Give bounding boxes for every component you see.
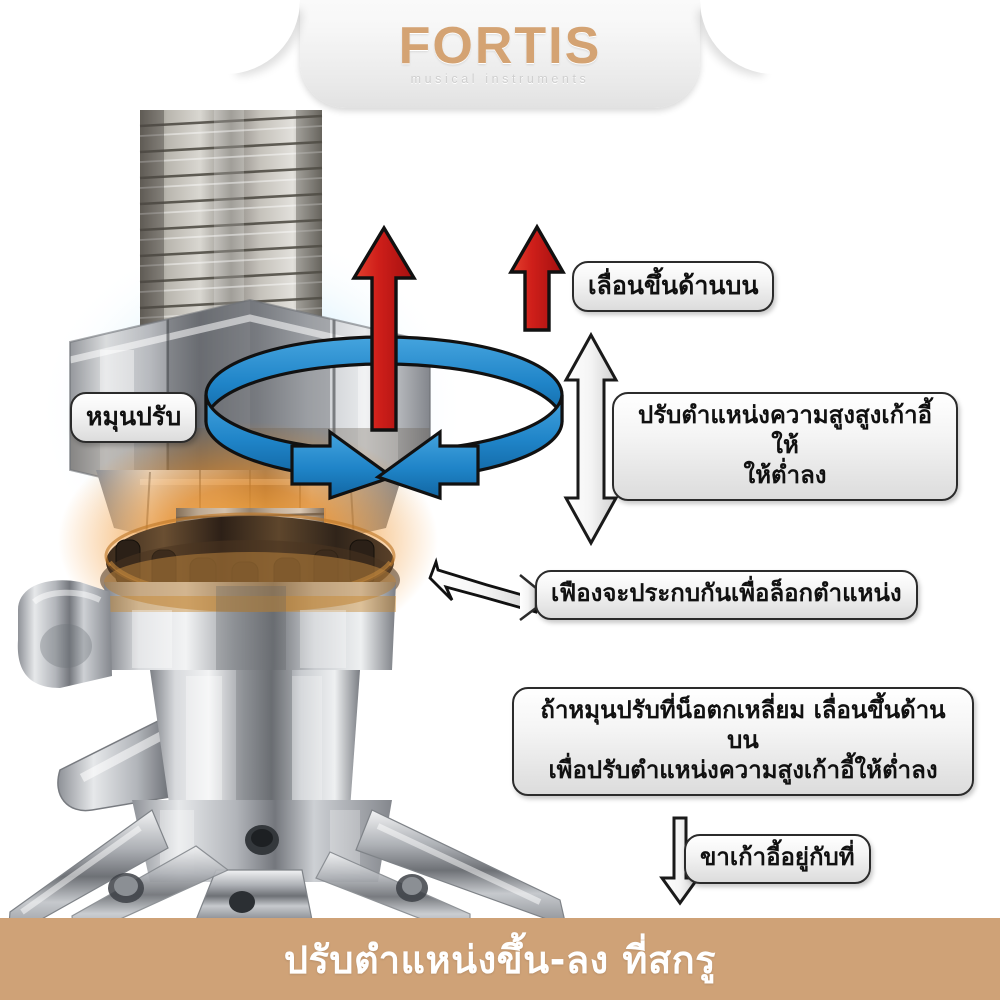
banner-shoulder-right [700, 0, 774, 74]
label-lower-seat-line1: ปรับตำแหน่งความสูงสูงเก้าอี้ให้ [637, 401, 933, 459]
label-slide-up[interactable]: เลื่อนขึ้นด้านบน [572, 261, 775, 312]
label-rotate[interactable]: หมุนปรับ [70, 392, 198, 443]
threaded-screw-rod [139, 110, 323, 342]
brand-tagline: musical instruments [410, 72, 590, 86]
brand-header-banner [300, 0, 700, 108]
caption-text: ปรับตำแหน่งขึ้น-ลง ที่สกรู [283, 937, 717, 982]
label-hex-nut[interactable]: ถ้าหมุนปรับที่น็อตกเหลี่ยม เลื่อนขึ้นด้า… [512, 687, 974, 797]
caption-bar: ปรับตำแหน่งขึ้น-ลง ที่สกรู [0, 918, 1000, 1000]
label-lower-seat[interactable]: ปรับตำแหน่งความสูงสูงเก้าอี้ให้ ให้ต่ำลง [612, 392, 958, 502]
label-legs-fixed[interactable]: ขาเก้าอี้อยู่กับที่ [684, 834, 871, 884]
label-hex-nut-line2: เพื่อปรับตำแหน่งความสูงเก้าอี้ให้ต่ำลง [548, 755, 938, 784]
left-collar-wing [17, 580, 112, 688]
label-lower-seat-line2: ให้ต่ำลง [743, 460, 827, 489]
product-photo [8, 110, 566, 920]
center-column [150, 670, 360, 810]
brand-name: FORTIS [398, 17, 602, 75]
clamp-housing [104, 552, 396, 670]
label-hex-nut-line1: ถ้าหมุนปรับที่น็อตกเหลี่ยม เลื่อนขึ้นด้า… [540, 696, 946, 754]
label-gear-lock[interactable]: เฟืองจะประกบกันเพื่อล็อกตำแหน่ง [535, 570, 918, 620]
tripod-base-legs [8, 809, 566, 920]
banner-shoulder-left [226, 0, 300, 74]
